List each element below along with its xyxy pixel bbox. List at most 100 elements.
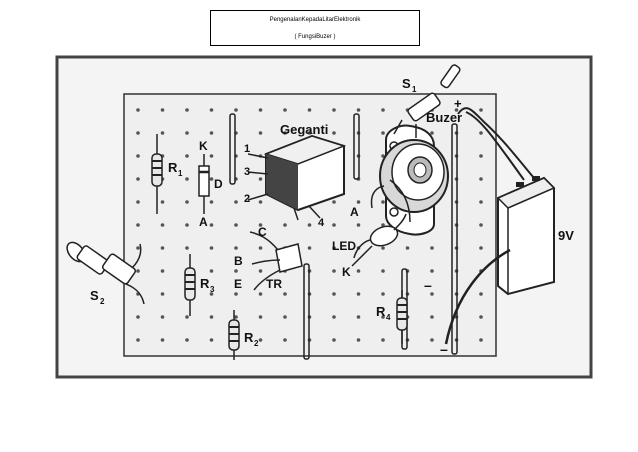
board-hole	[136, 131, 140, 135]
board-hole	[185, 177, 189, 181]
board-hole	[381, 108, 385, 112]
label-diode-a: A	[199, 215, 208, 229]
board-hole	[209, 246, 214, 250]
board-hole	[160, 223, 165, 227]
board-hole	[258, 131, 263, 135]
board-hole	[307, 108, 312, 112]
board-hole	[283, 223, 287, 227]
board-hole	[283, 315, 287, 319]
label-pin3: 3	[244, 166, 250, 178]
label-diode-d: D	[214, 177, 223, 191]
board-hole	[209, 200, 214, 204]
resistor-r1	[151, 134, 163, 214]
led	[351, 213, 407, 267]
board-hole	[160, 269, 165, 273]
label-led-k: K	[342, 265, 351, 279]
label-buzer: Buzer	[426, 110, 462, 125]
board-hole	[307, 246, 312, 250]
label-led-a: A	[350, 205, 359, 219]
title-box: PengenalanKepadaLitarElektronik ( Fungsi…	[210, 10, 420, 46]
board-hole	[332, 338, 336, 342]
board-strip	[229, 113, 236, 185]
board-hole	[430, 246, 434, 250]
resistor-r2	[228, 310, 240, 360]
label-r1-sub: 1	[178, 169, 183, 178]
label-pin2: 2	[244, 193, 250, 205]
board-hole	[332, 131, 336, 135]
board-hole	[209, 108, 214, 112]
board-hole	[430, 131, 434, 135]
board-hole	[381, 292, 385, 296]
board-hole	[258, 177, 263, 181]
board-hole	[185, 131, 189, 135]
board-hole	[136, 177, 140, 181]
board-hole	[209, 154, 214, 158]
board-hole	[185, 200, 189, 204]
board-hole	[283, 108, 287, 112]
board-hole	[332, 200, 336, 204]
board-hole	[258, 108, 263, 112]
board-hole	[258, 223, 263, 227]
board-hole	[209, 315, 214, 319]
board-hole	[356, 338, 361, 342]
board-hole	[381, 338, 385, 342]
board-hole	[479, 338, 483, 342]
label-led: LED	[332, 239, 356, 253]
board-hole	[454, 108, 459, 112]
board-hole	[185, 108, 189, 112]
board-hole	[307, 131, 312, 135]
page-title: PengenalanKepadaLitarElektronik	[269, 17, 361, 23]
board-hole	[136, 108, 140, 112]
board-hole	[234, 108, 238, 112]
label-r3: R	[200, 276, 210, 291]
board-hole	[136, 246, 140, 250]
board-hole	[381, 246, 385, 250]
label-plus: +	[454, 96, 462, 111]
label-r3-sub: 3	[210, 285, 215, 294]
board-hole	[136, 154, 140, 158]
board-hole	[479, 177, 483, 181]
label-diode-k: K	[199, 139, 208, 153]
board-hole	[356, 223, 361, 227]
board-hole	[479, 200, 483, 204]
board-hole	[234, 223, 238, 227]
board-hole	[356, 269, 361, 273]
board-hole	[430, 292, 434, 296]
board-hole	[185, 315, 189, 319]
board-hole	[307, 223, 312, 227]
board-hole	[185, 223, 189, 227]
transistor-tr	[249, 231, 303, 291]
board-hole	[160, 315, 165, 319]
board-hole	[185, 154, 189, 158]
board-hole	[258, 315, 263, 319]
label-minus-1: –	[424, 277, 432, 293]
board-hole	[136, 200, 140, 204]
circuit-diagram: R 1 K D A Geganti 1 3 2 4 C B E TR	[55, 55, 593, 379]
board-hole	[283, 131, 287, 135]
board-hole	[136, 269, 140, 273]
board-hole	[136, 338, 140, 342]
board-hole	[258, 200, 263, 204]
board-hole	[209, 269, 214, 273]
board-hole	[430, 338, 434, 342]
label-tr-c: C	[258, 225, 267, 239]
board-hole	[356, 315, 361, 319]
board-hole	[258, 338, 263, 342]
board-hole	[332, 246, 336, 250]
diode-d	[198, 154, 210, 214]
board-hole	[234, 269, 238, 273]
board-hole	[258, 269, 263, 273]
board-hole	[160, 338, 165, 342]
board-hole	[381, 131, 385, 135]
board-hole	[332, 315, 336, 319]
board-hole	[356, 292, 361, 296]
board-hole	[332, 269, 336, 273]
board-hole	[234, 315, 238, 319]
switch-s1	[393, 64, 461, 138]
board-strip	[451, 123, 458, 355]
wire-positive	[457, 107, 535, 179]
label-battery: 9V	[558, 228, 574, 243]
board-hole	[209, 177, 214, 181]
board-hole	[332, 108, 336, 112]
label-tr-e: E	[234, 277, 242, 291]
